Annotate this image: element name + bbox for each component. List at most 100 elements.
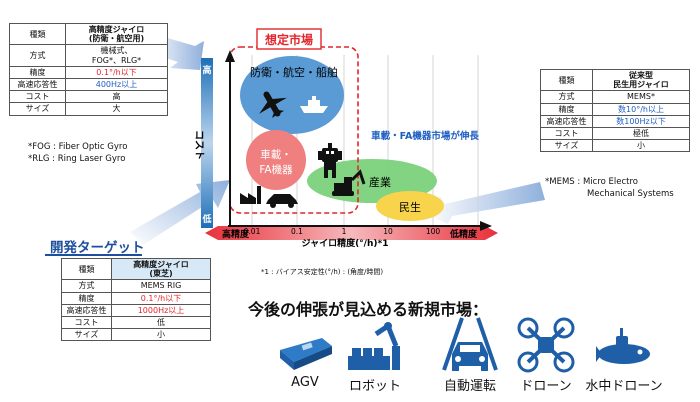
auto-fa-bubble bbox=[246, 130, 306, 190]
table-row: コスト 高 bbox=[9, 90, 168, 104]
robot-arm-icon bbox=[318, 143, 342, 178]
x-tick-label: 0.01 bbox=[244, 227, 261, 236]
row-value: 数10°/h以上 bbox=[592, 102, 690, 116]
consumer-market-label: 民生 bbox=[399, 200, 421, 214]
row-label: サイズ bbox=[61, 328, 112, 342]
table-header-product: 従来型 民生用ジャイロ bbox=[592, 68, 690, 92]
gyro-type-notes: *FOG : Fiber Optic Gyro *RLG : Ring Lase… bbox=[28, 141, 127, 165]
x-high-precision-label: 高精度 bbox=[222, 228, 250, 240]
table-header-type: 種類 bbox=[540, 68, 593, 92]
excavator-icon bbox=[332, 169, 366, 196]
product-use: 民生用ジャイロ bbox=[613, 80, 669, 90]
row-value: 1000Hz以上 bbox=[111, 303, 211, 317]
row-label: コスト bbox=[61, 315, 112, 330]
row-label: 精度 bbox=[540, 102, 593, 116]
cost-axis bbox=[201, 58, 213, 228]
table-row: 方式 機械式、FOG*、RLG* bbox=[9, 44, 168, 67]
consumer-bubble bbox=[376, 191, 444, 221]
market-label-autonomous-driving: 自動運転 bbox=[443, 379, 496, 394]
development-target-title: 開発ターゲット bbox=[50, 240, 145, 256]
product-maker: (東芝) bbox=[149, 269, 173, 279]
row-label: 高速応答性 bbox=[61, 303, 112, 317]
table-row: 精度 0.1°/h以下 bbox=[61, 291, 211, 305]
table-row: 高速応答性 400Hz以上 bbox=[9, 77, 168, 92]
development-target-underline bbox=[45, 254, 142, 256]
cost-high-label: 高 bbox=[202, 64, 211, 76]
row-label: サイズ bbox=[9, 102, 66, 116]
row-value: 数100Hz以下 bbox=[592, 114, 690, 128]
new-markets-headline: 今後の伸張が見込める新規市場： bbox=[248, 300, 489, 319]
table-row: 方式 MEMS* bbox=[540, 90, 690, 104]
row-label: 高速応答性 bbox=[540, 114, 593, 128]
conventional-gyro-table: 種類 従来型 民生用ジャイロ 方式 MEMS* 精度 数10°/h以上 高速応答… bbox=[540, 68, 690, 153]
row-value: 低 bbox=[111, 315, 211, 330]
product-name: 高精度ジャイロ bbox=[133, 260, 189, 269]
table-header-product: 高精度ジャイロ (防衛・航空用) bbox=[65, 22, 168, 46]
product-name: 高精度ジャイロ bbox=[88, 25, 145, 34]
mems-note-line2: Mechanical Systems bbox=[587, 189, 674, 199]
row-label: コスト bbox=[9, 90, 66, 104]
row-value: 0.1°/h以下 bbox=[111, 291, 211, 305]
arrow-conventional bbox=[425, 182, 545, 224]
rlg-note: *RLG : Ring Laser Gyro bbox=[28, 154, 126, 164]
cost-low-label: 低 bbox=[201, 213, 211, 225]
row-label: 方式 bbox=[9, 44, 66, 67]
row-label: 方式 bbox=[61, 279, 112, 293]
underwater-drone-icon bbox=[596, 328, 650, 364]
row-value: 400Hz以上 bbox=[65, 77, 168, 92]
table-row: サイズ 小 bbox=[61, 328, 211, 342]
agv-icon bbox=[280, 338, 332, 370]
autonomous-driving-icon bbox=[442, 317, 498, 371]
defense-bubble bbox=[240, 56, 344, 134]
row-label: コスト bbox=[540, 126, 593, 141]
x-tick-label: 10 bbox=[383, 227, 393, 236]
row-value: MEMS* bbox=[592, 90, 690, 104]
precision-axis bbox=[205, 226, 498, 240]
product-use: (防衛・航空用) bbox=[88, 34, 145, 44]
product-name: 従来型 bbox=[629, 71, 653, 80]
row-value: 機械式、FOG*、RLG* bbox=[65, 44, 168, 67]
row-value: 高 bbox=[65, 90, 168, 104]
table-row: 高速応答性 数100Hz以下 bbox=[540, 114, 690, 128]
table-row: 精度 0.1°/h以下 bbox=[9, 65, 168, 79]
table-row: サイズ 大 bbox=[9, 102, 168, 116]
row-label: 方式 bbox=[540, 90, 593, 104]
x-tick-label: 1 bbox=[342, 227, 347, 236]
row-value: 小 bbox=[111, 328, 211, 342]
table-row: 方式 MEMS RIG bbox=[61, 279, 211, 293]
table-header-product: 高精度ジャイロ (東芝) bbox=[111, 257, 211, 281]
x-axis-label: ジャイロ精度(°/h)*1 bbox=[302, 237, 389, 249]
car-icon bbox=[266, 194, 298, 208]
market-label-drone: ドローン bbox=[520, 379, 572, 394]
row-value: MEMS RIG bbox=[111, 279, 211, 293]
bias-stability-note: *1 : バイアス安定性(°/h) : (角度/時間) bbox=[261, 268, 384, 276]
table-row: コスト 極低 bbox=[540, 126, 690, 141]
drone-icon bbox=[517, 317, 575, 373]
table-row: 精度 数10°/h以上 bbox=[540, 102, 690, 116]
row-value: 極低 bbox=[592, 126, 690, 141]
row-label: サイズ bbox=[540, 139, 593, 153]
table-row: コスト 低 bbox=[61, 315, 211, 330]
table-row: サイズ 小 bbox=[540, 139, 690, 153]
growth-label: 車載・FA機器市場が伸長 bbox=[371, 130, 479, 142]
auto-fa-label-line2: FA機器 bbox=[259, 163, 293, 176]
auto-fa-label-line1: 車載・ bbox=[260, 148, 292, 161]
market-label-underwater-drone: 水中ドローン bbox=[585, 379, 663, 394]
fog-note: *FOG : Fiber Optic Gyro bbox=[28, 142, 128, 152]
assumed-market-label: 想定市場 bbox=[264, 32, 313, 47]
robot-icon bbox=[348, 322, 400, 370]
mems-note: *MEMS : Micro Electro Mechanical Systems bbox=[545, 176, 674, 200]
row-value: 大 bbox=[65, 102, 168, 116]
defense-market-label: 防衛・航空・船舶 bbox=[250, 65, 338, 79]
row-label: 高速応答性 bbox=[9, 77, 66, 92]
x-tick-label: 0.1 bbox=[291, 227, 303, 236]
row-value: 0.1°/h以下 bbox=[65, 65, 168, 79]
cost-axis-label: コスト bbox=[193, 130, 205, 160]
toshiba-gyro-table: 種類 高精度ジャイロ (東芝) 方式 MEMS RIG 精度 0.1°/h以下 … bbox=[61, 257, 211, 342]
market-label-agv: AGV bbox=[291, 375, 319, 390]
table-row: 高速応答性 1000Hz以上 bbox=[61, 303, 211, 317]
industry-market-label: 産業 bbox=[369, 176, 391, 189]
factory-icon bbox=[240, 186, 261, 204]
table-header-type: 種類 bbox=[61, 257, 112, 281]
